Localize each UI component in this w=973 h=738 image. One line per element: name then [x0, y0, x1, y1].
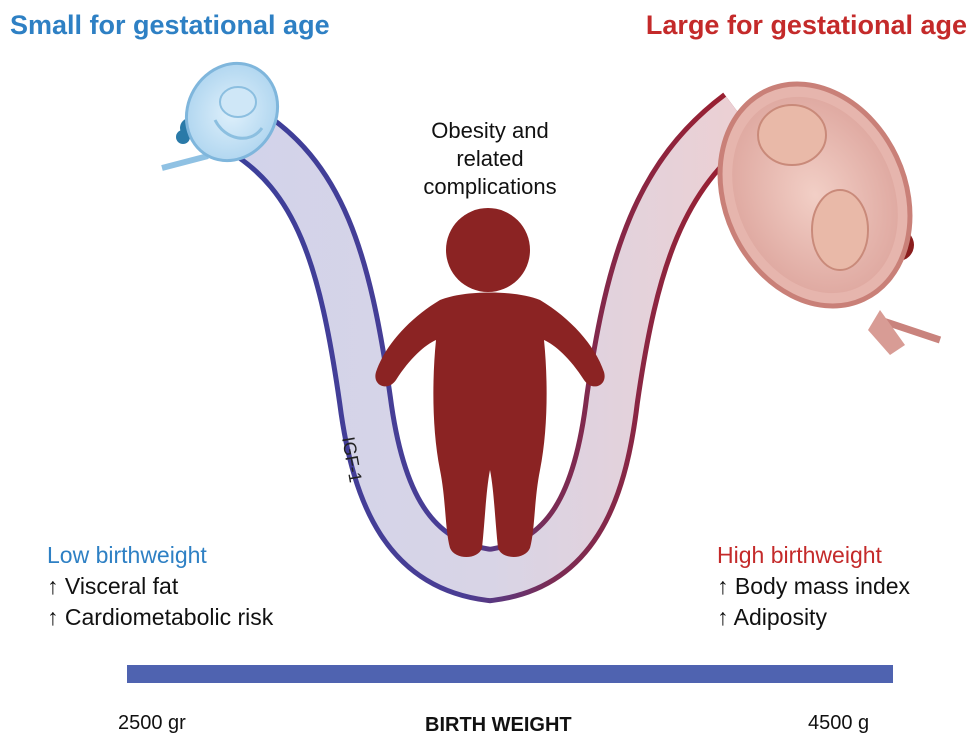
high-birthweight-effect: ↑ Body mass index — [717, 573, 910, 600]
axis-max-label: 4500 g — [808, 712, 869, 735]
obesity-label: Obesity and related complications — [385, 117, 595, 201]
obesity-label-line: complications — [385, 173, 595, 201]
low-birthweight-effect: ↑ Cardiometabolic risk — [47, 604, 273, 631]
birthweight-axis-bar — [127, 665, 893, 683]
obesity-label-line: Obesity and — [385, 117, 595, 145]
high-birthweight-effect: ↑ Adiposity — [717, 604, 910, 631]
axis-title: BIRTH WEIGHT — [425, 714, 572, 737]
lga-title: Large for gestational age — [646, 10, 967, 41]
low-birthweight-panel: Low birthweight ↑ Visceral fat ↑ Cardiom… — [47, 542, 273, 631]
low-birthweight-heading: Low birthweight — [47, 542, 273, 569]
high-birthweight-heading: High birthweight — [717, 542, 910, 569]
axis-min-label: 2500 gr — [118, 712, 186, 735]
high-birthweight-panel: High birthweight ↑ Body mass index ↑ Adi… — [717, 542, 910, 631]
obesity-label-line: related — [385, 145, 595, 173]
low-birthweight-effect: ↑ Visceral fat — [47, 573, 273, 600]
sga-title: Small for gestational age — [10, 10, 330, 41]
